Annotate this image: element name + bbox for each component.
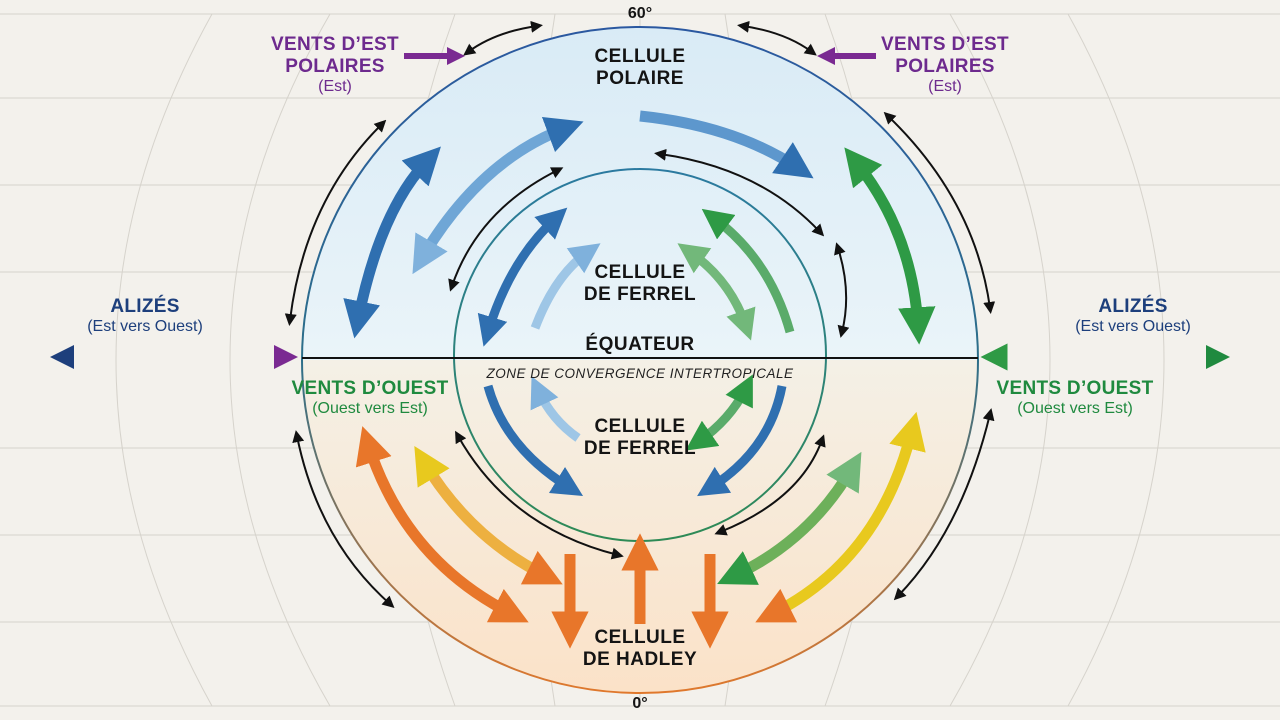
ferrel-upper-line-2: DE FERREL: [583, 283, 697, 305]
ferrel-upper-arrows: [477, 207, 795, 347]
polar-cell-label: CELLULE POLAIRE: [560, 46, 720, 90]
trade-winds-right-title: ALIZÉS: [1098, 296, 1168, 317]
trade-winds-right-label: ALIZÉS (Est vers Ouest): [1043, 296, 1223, 336]
polar-cell-line-2: POLAIRE: [596, 67, 684, 89]
hadley-cell-line-2: DE HADLEY: [582, 648, 698, 670]
hadley-cell-label: CELLULE DE HADLEY: [560, 627, 720, 671]
trade-winds-left-title: ALIZÉS: [110, 296, 180, 317]
equator-label: ÉQUATEUR: [585, 334, 695, 355]
westerlies-right-label: VENTS D’OUEST (Ouest vers Est): [985, 378, 1165, 418]
westerlies-left-label: VENTS D’OUEST (Ouest vers Est): [280, 378, 460, 418]
outer-circle: [301, 26, 979, 694]
itcz-label: ZONE DE CONVERGENCE INTERTROPICALE: [486, 366, 794, 381]
hadley-cell-line-1: CELLULE: [594, 627, 686, 648]
hadley-cell-arrows: [355, 411, 926, 649]
trade-winds-left-label: ALIZÉS (Est vers Ouest): [55, 296, 235, 336]
latitude-60-label: 60°: [627, 5, 653, 22]
polar-easterlies-right-title-1: VENTS D’EST: [881, 34, 1009, 55]
ferrel-lower-line-2: DE FERREL: [583, 437, 697, 459]
westerlies-left-title: VENTS D’OUEST: [291, 378, 449, 399]
polar-easterlies-right-title-2: POLAIRES: [895, 55, 995, 77]
trade-winds-right-sub: (Est vers Ouest): [1075, 317, 1191, 335]
ferrel-upper-line-1: CELLULE: [594, 262, 686, 283]
polar-easterlies-right-sub: (Est): [928, 77, 962, 95]
polar-easterlies-left-title-1: VENTS D’EST: [271, 34, 399, 55]
polar-cell-arrows: [343, 110, 936, 345]
polar-easterlies-left-label: VENTS D’EST POLAIRES (Est): [250, 34, 420, 96]
ferrel-lower-line-1: CELLULE: [594, 416, 686, 437]
latitude-0-label: 0°: [632, 695, 648, 712]
westerlies-right-sub: (Ouest vers Est): [1017, 399, 1133, 417]
polar-easterlies-left-title-2: POLAIRES: [285, 55, 385, 77]
trade-winds-left-sub: (Est vers Ouest): [87, 317, 203, 335]
polar-easterlies-right-label: VENTS D’EST POLAIRES (Est): [860, 34, 1030, 96]
westerlies-right-title: VENTS D’OUEST: [996, 378, 1154, 399]
westerlies-left-sub: (Ouest vers Est): [312, 399, 428, 417]
polar-easterlies-left-sub: (Est): [318, 77, 352, 95]
ferrel-lower-label: CELLULE DE FERREL: [560, 416, 720, 460]
polar-cell-line-1: CELLULE: [594, 46, 686, 67]
ferrel-upper-label: CELLULE DE FERREL: [560, 262, 720, 306]
